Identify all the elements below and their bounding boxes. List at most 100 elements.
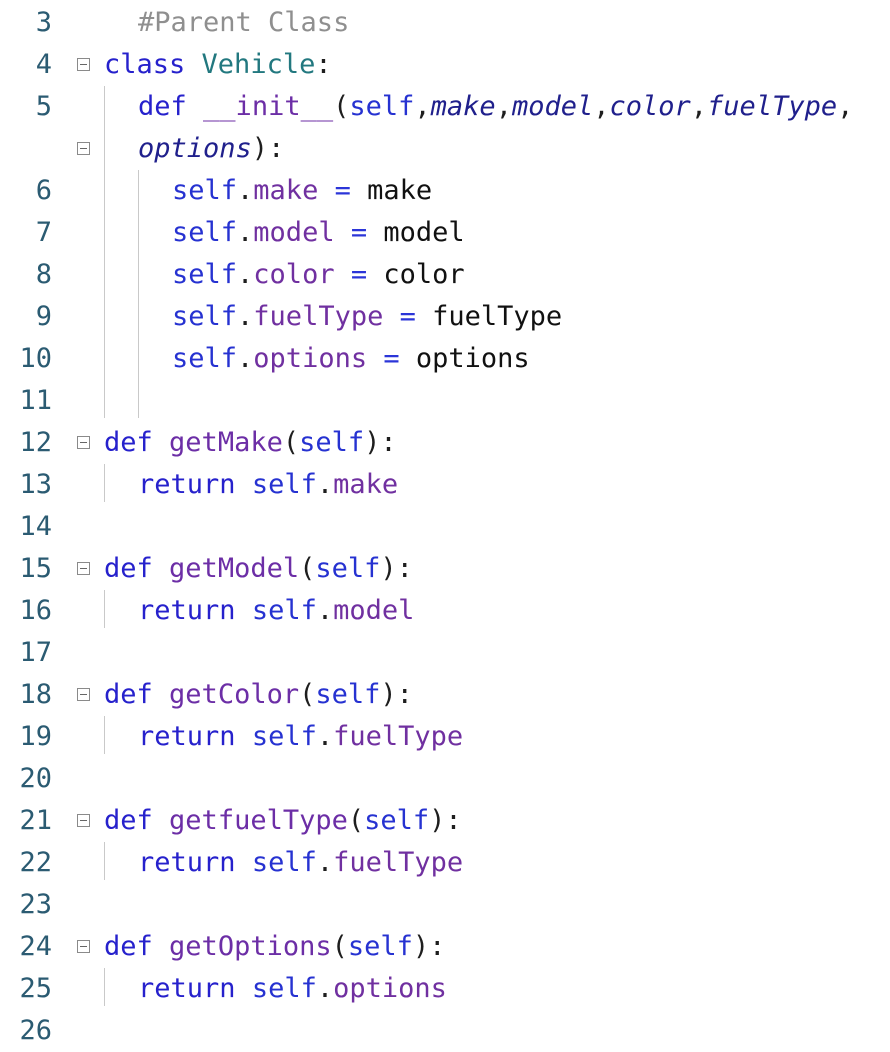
code-token: model (333, 595, 415, 626)
code-line[interactable]: 15 def getModel(self): (0, 548, 890, 590)
code-token: Vehicle (201, 49, 316, 80)
line-code: return self.make (138, 464, 398, 506)
code-token: make (430, 91, 496, 122)
line-code: def getModel(self): (104, 548, 413, 590)
line-number: 16 (19, 595, 52, 626)
code-token: , (414, 91, 431, 122)
fold-collapse-icon[interactable] (77, 940, 90, 953)
code-token: self (172, 217, 238, 248)
code-token: ) (251, 133, 269, 164)
code-token: = (334, 217, 384, 248)
line-number: 25 (19, 973, 52, 1004)
code-token (153, 931, 169, 962)
code-token: ( (282, 427, 300, 458)
code-token: self (251, 595, 317, 626)
code-token: return (138, 847, 236, 878)
line-code: self.model = model (172, 212, 465, 254)
line-number: 3 (35, 7, 52, 38)
code-line[interactable]: 16 return self.model (0, 590, 890, 632)
code-token: . (316, 469, 334, 500)
line-number: 24 (19, 931, 52, 962)
code-line[interactable]: 26 (0, 1010, 890, 1052)
line-code: class Vehicle: (104, 44, 332, 86)
code-token: self (172, 175, 238, 206)
fold-collapse-icon[interactable] (77, 58, 90, 71)
code-token: model (511, 91, 594, 122)
code-line[interactable]: 17 (0, 632, 890, 674)
code-token: fuelType (707, 91, 838, 122)
code-token: . (316, 595, 334, 626)
code-line[interactable]: 11 (0, 380, 890, 422)
code-token: getOptions (169, 931, 332, 962)
code-token (153, 553, 169, 584)
code-token: : (268, 133, 285, 164)
code-token: self (315, 553, 381, 584)
code-line[interactable]: 13 return self.make (0, 464, 890, 506)
code-token: options (253, 343, 368, 374)
code-token: self (251, 721, 317, 752)
line-number: 13 (19, 469, 52, 500)
code-token: def (104, 553, 153, 584)
code-token: class (104, 49, 186, 80)
line-code: def getColor(self): (104, 674, 413, 716)
code-token: __init__ (203, 91, 334, 122)
line-code: return self.model (138, 590, 414, 632)
line-number: 9 (35, 301, 52, 332)
indent-guide (104, 86, 105, 418)
code-token: def (104, 679, 153, 710)
line-number: 15 (19, 553, 52, 584)
code-token: getMake (169, 427, 283, 458)
code-line[interactable]: 3#Parent Class (0, 2, 890, 44)
code-token: . (316, 721, 334, 752)
code-token: self (172, 301, 238, 332)
code-token: = (318, 175, 368, 206)
line-code: return self.fuelType (138, 842, 463, 884)
code-token: . (316, 973, 334, 1004)
line-code: return self.fuelType (138, 716, 463, 758)
code-line[interactable]: 23 (0, 884, 890, 926)
code-token: self (251, 469, 317, 500)
line-code: self.fuelType = fuelType (172, 296, 562, 338)
code-token: ): (429, 805, 462, 836)
fold-collapse-icon[interactable] (77, 562, 90, 575)
code-token: self (251, 847, 317, 878)
code-token: fuelType (253, 301, 384, 332)
code-token: self (172, 343, 238, 374)
code-line[interactable]: 8 self.color = color (0, 254, 890, 296)
code-token (236, 973, 252, 1004)
code-token (187, 91, 203, 122)
line-code: self.color = color (172, 254, 465, 296)
line-number: 12 (19, 427, 52, 458)
code-token: , (690, 91, 708, 122)
code-token: model (253, 217, 335, 248)
code-token: make (253, 175, 319, 206)
code-token: getfuelType (169, 805, 348, 836)
code-token: return (138, 973, 236, 1004)
line-number: 20 (19, 763, 52, 794)
fold-collapse-icon[interactable] (77, 688, 90, 701)
code-line[interactable]: options): (0, 128, 890, 170)
fold-collapse-icon[interactable] (77, 436, 90, 449)
fold-collapse-icon[interactable] (77, 142, 90, 155)
line-number: 6 (35, 175, 52, 206)
code-token: fuelType (333, 847, 464, 878)
fold-collapse-icon[interactable] (77, 814, 90, 827)
line-number: 8 (35, 259, 52, 290)
code-token: options (415, 343, 530, 374)
code-line[interactable]: 14 (0, 506, 890, 548)
code-line[interactable]: 9 self.fuelType = fuelType (0, 296, 890, 338)
code-line[interactable]: 20 (0, 758, 890, 800)
